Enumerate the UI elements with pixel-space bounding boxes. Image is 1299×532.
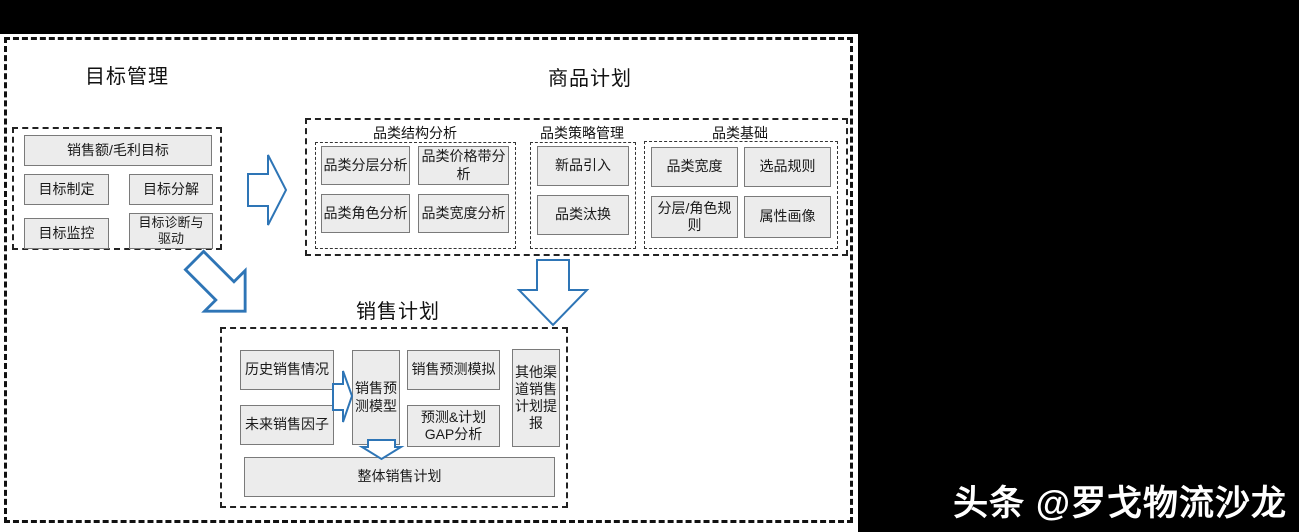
box-other-channel-sales-plan: 其他渠 道销售 计划提 报 — [512, 349, 560, 447]
category-strategy-sub-box: 新品引入 品类汰换 — [530, 142, 636, 249]
box-goal-monitoring: 目标监控 — [24, 218, 109, 249]
sales-plan-group-box: 历史销售情况 未来销售因子 销售预 测模型 销售预测模拟 预测&计划 GAP分析… — [220, 327, 568, 508]
label-category-structure-analysis: 品类结构分析 — [373, 125, 457, 141]
box-category-width: 品类宽度 — [651, 147, 738, 187]
flow-arrow-down-icon — [516, 259, 590, 327]
section-title-target-management: 目标管理 — [85, 66, 169, 88]
box-sales-profit-goal: 销售额/毛利目标 — [24, 135, 212, 166]
box-category-replacement: 品类汰换 — [537, 195, 629, 235]
box-overall-sales-plan: 整体销售计划 — [244, 457, 555, 497]
diagram-panel: 目标管理 商品计划 销售计划 销售额/毛利目标 目标制定 目标分解 目标监控 目… — [0, 34, 858, 532]
target-management-group-box: 销售额/毛利目标 目标制定 目标分解 目标监控 目标诊断与 驱动 — [12, 127, 222, 250]
forecast-input-arrow-right-icon — [332, 370, 354, 423]
box-goal-setting: 目标制定 — [24, 174, 109, 205]
section-title-sales-plan: 销售计划 — [356, 301, 440, 323]
box-new-product-intro: 新品引入 — [537, 146, 629, 186]
box-category-width-analysis: 品类宽度分析 — [418, 194, 509, 233]
label-category-basis: 品类基础 — [712, 125, 768, 141]
category-structure-sub-box: 品类分层分析 品类价格带分 析 品类角色分析 品类宽度分析 — [315, 142, 516, 249]
watermark-text: 头条 @罗戈物流沙龙 — [953, 484, 1287, 523]
box-goal-breakdown: 目标分解 — [129, 174, 213, 205]
box-category-layer-analysis: 品类分层分析 — [321, 146, 410, 185]
box-layer-role-rule: 分层/角色规 则 — [651, 196, 738, 238]
box-goal-diagnosis: 目标诊断与 驱动 — [129, 213, 213, 249]
category-basis-sub-box: 品类宽度 选品规则 分层/角色规 则 属性画像 — [644, 141, 838, 249]
merchandise-plan-group-box: 品类结构分析 品类分层分析 品类价格带分 析 品类角色分析 品类宽度分析 品类策… — [305, 118, 848, 256]
box-sales-forecast-model: 销售预 测模型 — [352, 350, 400, 445]
box-forecast-plan-gap: 预测&计划 GAP分析 — [407, 405, 500, 447]
flow-arrow-diagonal-icon — [183, 249, 247, 313]
box-selection-rule: 选品规则 — [744, 147, 831, 187]
box-category-role-analysis: 品类角色分析 — [321, 194, 410, 233]
box-category-price-band-analysis: 品类价格带分 析 — [418, 146, 509, 185]
box-history-sales: 历史销售情况 — [240, 350, 334, 390]
label-category-strategy-management: 品类策略管理 — [540, 125, 624, 141]
box-attribute-profile: 属性画像 — [744, 196, 831, 238]
box-sales-forecast-simulation: 销售预测模拟 — [407, 350, 500, 390]
flow-arrow-right-icon — [247, 154, 288, 226]
forecast-output-arrow-down-icon — [358, 439, 405, 461]
box-future-sales-factor: 未来销售因子 — [240, 405, 334, 445]
section-title-merchandise-plan: 商品计划 — [548, 68, 632, 90]
diagram-outer-dashed-border — [4, 37, 853, 523]
